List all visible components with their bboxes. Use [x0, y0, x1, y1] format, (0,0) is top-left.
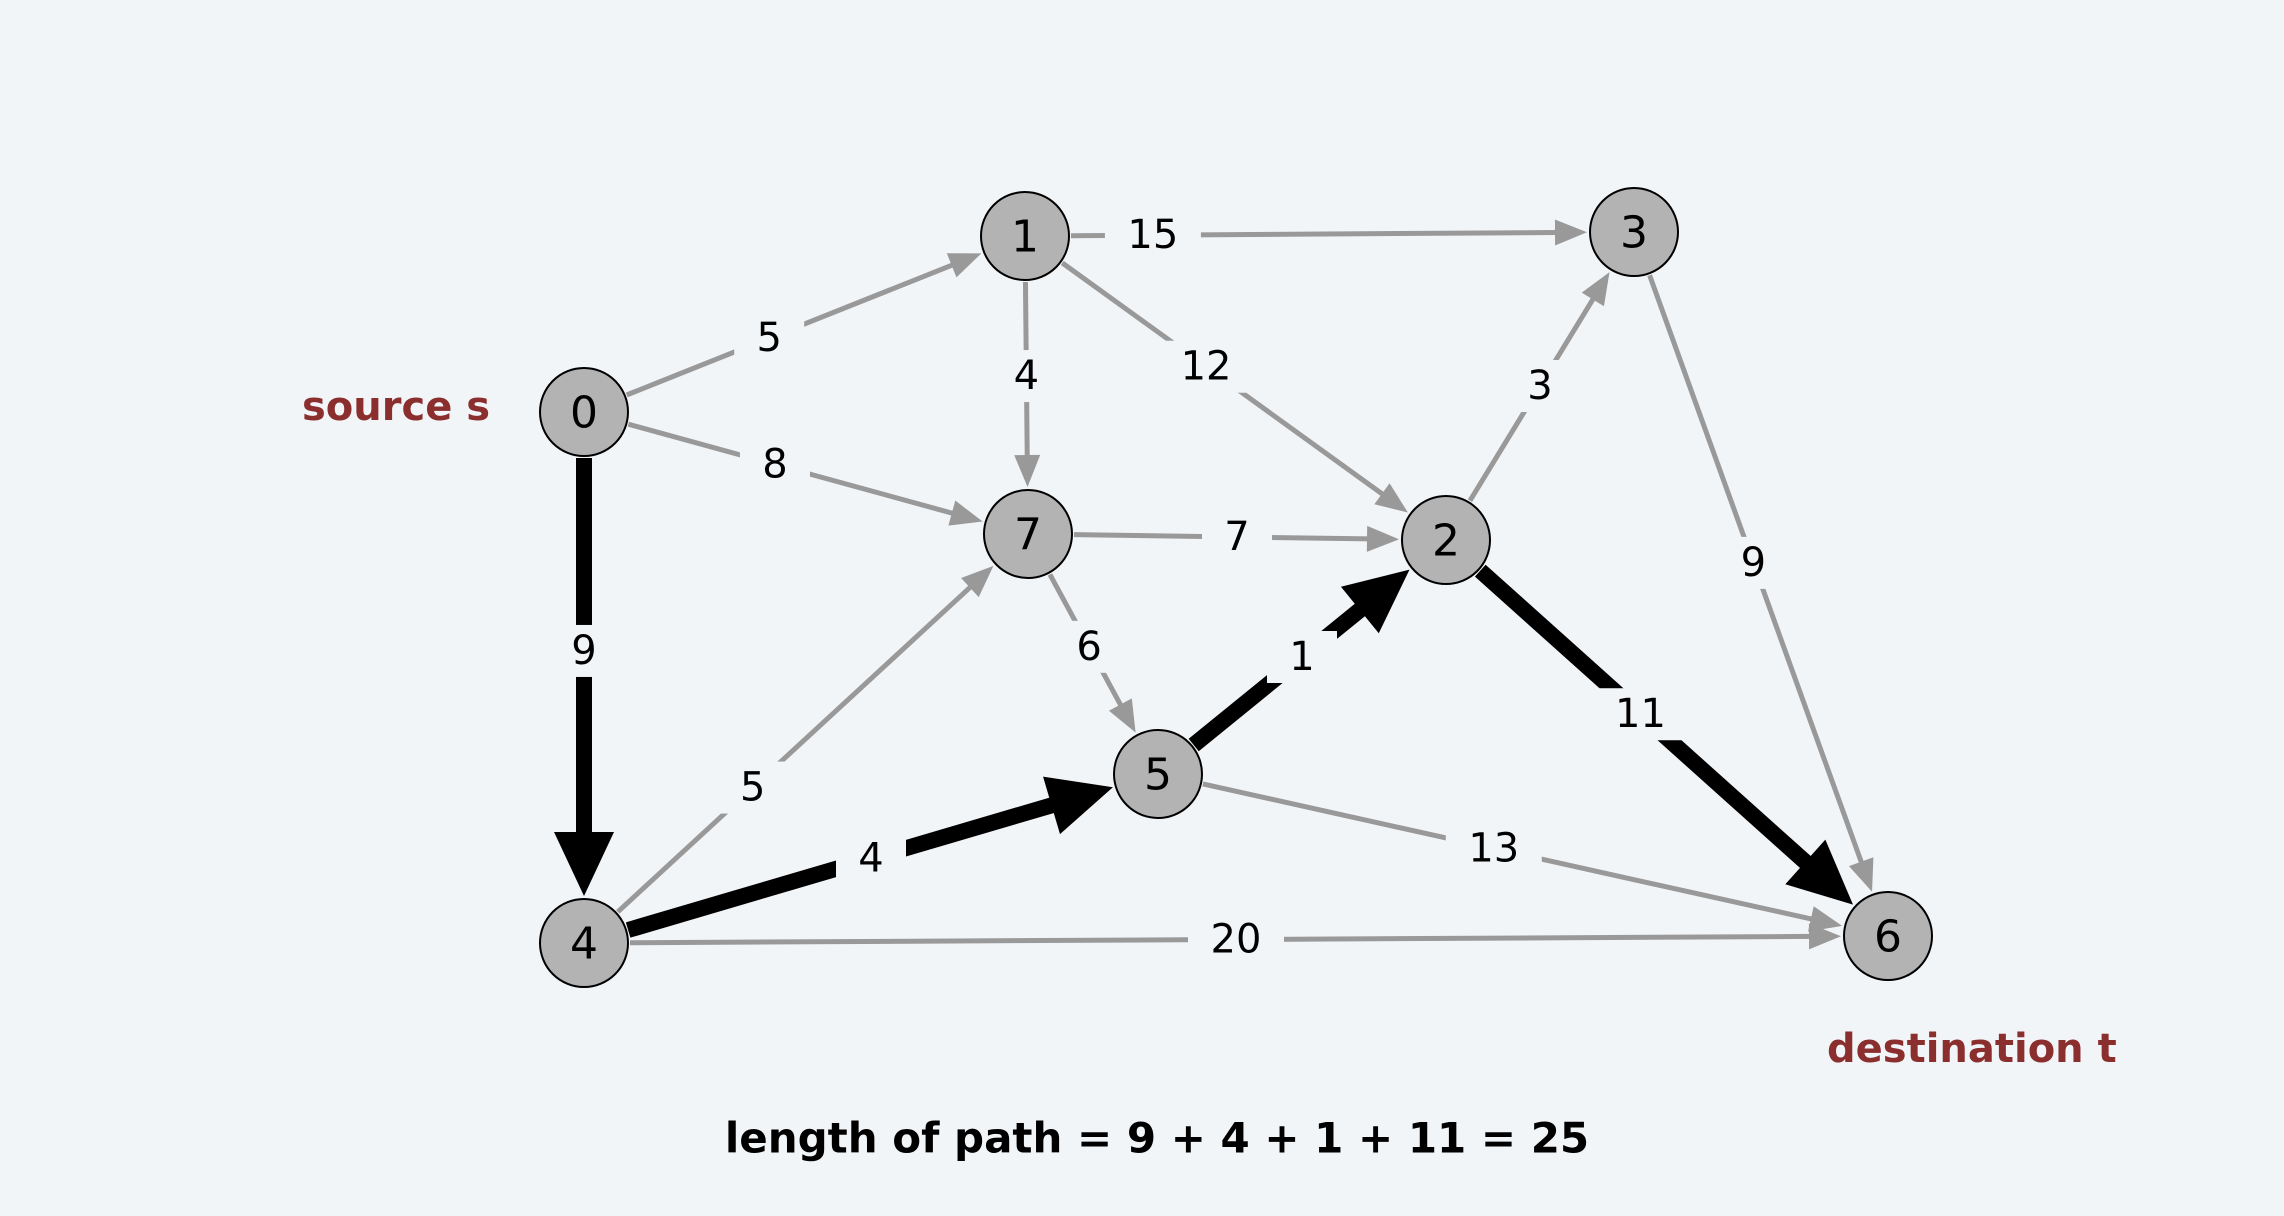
node-label: 0	[570, 388, 598, 439]
node-0: 0	[539, 367, 629, 457]
arrowhead	[948, 500, 983, 526]
edge-weight-background	[734, 312, 805, 365]
edge-weight-label: 5	[756, 315, 781, 361]
node-label: 3	[1620, 208, 1648, 259]
arrowhead	[1043, 776, 1113, 835]
edge-weight-label: 9	[571, 628, 596, 674]
edge-weight-1-3: 15	[1104, 209, 1201, 262]
edge-weight-1-7: 4	[991, 350, 1062, 403]
arrowhead	[946, 253, 982, 278]
arrowhead	[1014, 454, 1041, 488]
node-6: 6	[1843, 891, 1933, 981]
source-label: source s	[302, 384, 490, 430]
edge-weight-background	[1445, 822, 1542, 875]
edge-weight-background	[1202, 511, 1272, 563]
edge-weight-background	[836, 832, 906, 885]
node-label: 4	[570, 919, 598, 970]
arrowhead	[1366, 525, 1400, 552]
edge-weight-label: 7	[1224, 514, 1249, 560]
node-circle	[1113, 729, 1203, 819]
arrowhead	[1554, 219, 1588, 246]
arrowhead	[1581, 272, 1610, 307]
arrowhead	[1374, 483, 1408, 513]
edge-4-7	[616, 565, 994, 914]
edge-weight-3-6: 9	[1718, 536, 1789, 589]
edge-weight-background	[1054, 620, 1125, 673]
edge-weight-label: 15	[1127, 212, 1178, 258]
edge-weight-background	[1188, 913, 1284, 966]
edge-weight-background	[1104, 209, 1201, 262]
edge-weight-1-2: 12	[1158, 340, 1255, 393]
node-circle	[539, 367, 629, 457]
node-circle	[539, 898, 629, 988]
edge-weight-label: 13	[1468, 826, 1519, 872]
edge-weight-4-6: 20	[1188, 913, 1284, 966]
node-circle	[1401, 495, 1491, 585]
edge-weight-background	[1158, 340, 1255, 393]
edge-weight-background	[1505, 360, 1575, 412]
edge-weight-label: 6	[1076, 624, 1101, 670]
node-label: 5	[1144, 750, 1172, 801]
node-circle	[983, 489, 1073, 579]
edge-weight-background	[739, 438, 810, 491]
node-2: 2	[1401, 495, 1491, 585]
edge-weight-7-2: 7	[1202, 511, 1272, 563]
edge-weight-label: 8	[762, 441, 787, 487]
edge-weight-label: 1	[1289, 634, 1314, 680]
arrowhead	[554, 832, 614, 896]
edge-weight-4-5: 4	[836, 832, 906, 885]
node-1: 1	[980, 191, 1070, 281]
node-label: 6	[1874, 912, 1902, 963]
edge-weight-5-6: 13	[1445, 822, 1542, 875]
edge-weight-7-5: 6	[1054, 620, 1125, 673]
edge-weight-label: 9	[1741, 540, 1766, 586]
edge-weight-label: 12	[1181, 344, 1232, 390]
arrowhead	[1785, 839, 1853, 905]
node-3: 3	[1589, 187, 1679, 277]
edge-weight-0-7: 8	[739, 438, 810, 491]
arrowhead	[1108, 698, 1136, 733]
arrowhead	[961, 565, 994, 598]
node-circle	[1843, 891, 1933, 981]
edge-weight-background	[717, 761, 788, 814]
edge-weight-background	[1592, 688, 1689, 741]
edge-weight-label: 20	[1211, 917, 1262, 963]
edge-weight-2-3: 3	[1505, 360, 1575, 412]
node-label: 7	[1014, 510, 1042, 561]
node-circle	[980, 191, 1070, 281]
edge-weight-0-4: 9	[549, 624, 619, 677]
edge-weight-2-6: 11	[1592, 688, 1689, 741]
arrowhead	[1808, 906, 1843, 932]
edge-weight-label: 4	[858, 836, 883, 882]
edge-weight-background	[1718, 536, 1789, 589]
edge-weight-label: 5	[740, 765, 765, 811]
edge-weight-4-7: 5	[717, 761, 788, 814]
arrowhead	[1848, 857, 1874, 892]
edge-weight-5-2: 1	[1267, 631, 1337, 683]
node-circle	[1589, 187, 1679, 277]
edge-line	[616, 584, 974, 914]
edge-weight-background	[1267, 631, 1337, 683]
edge-weight-0-1: 5	[734, 312, 805, 365]
edge-weight-label: 11	[1615, 691, 1666, 737]
edge-weight-background	[991, 350, 1062, 403]
node-7: 7	[983, 489, 1073, 579]
arrowhead	[1340, 569, 1410, 634]
node-label: 1	[1011, 212, 1039, 263]
destination-label: destination t	[1827, 1026, 2117, 1072]
path-length-caption: length of path = 9 + 4 + 1 + 11 = 25	[725, 1114, 1589, 1163]
node-label: 2	[1432, 516, 1460, 567]
node-5: 5	[1113, 729, 1203, 819]
edge-weight-label: 4	[1014, 353, 1039, 399]
edge-weight-background	[549, 624, 619, 677]
node-4: 4	[539, 898, 629, 988]
edge-weight-label: 3	[1527, 363, 1552, 409]
